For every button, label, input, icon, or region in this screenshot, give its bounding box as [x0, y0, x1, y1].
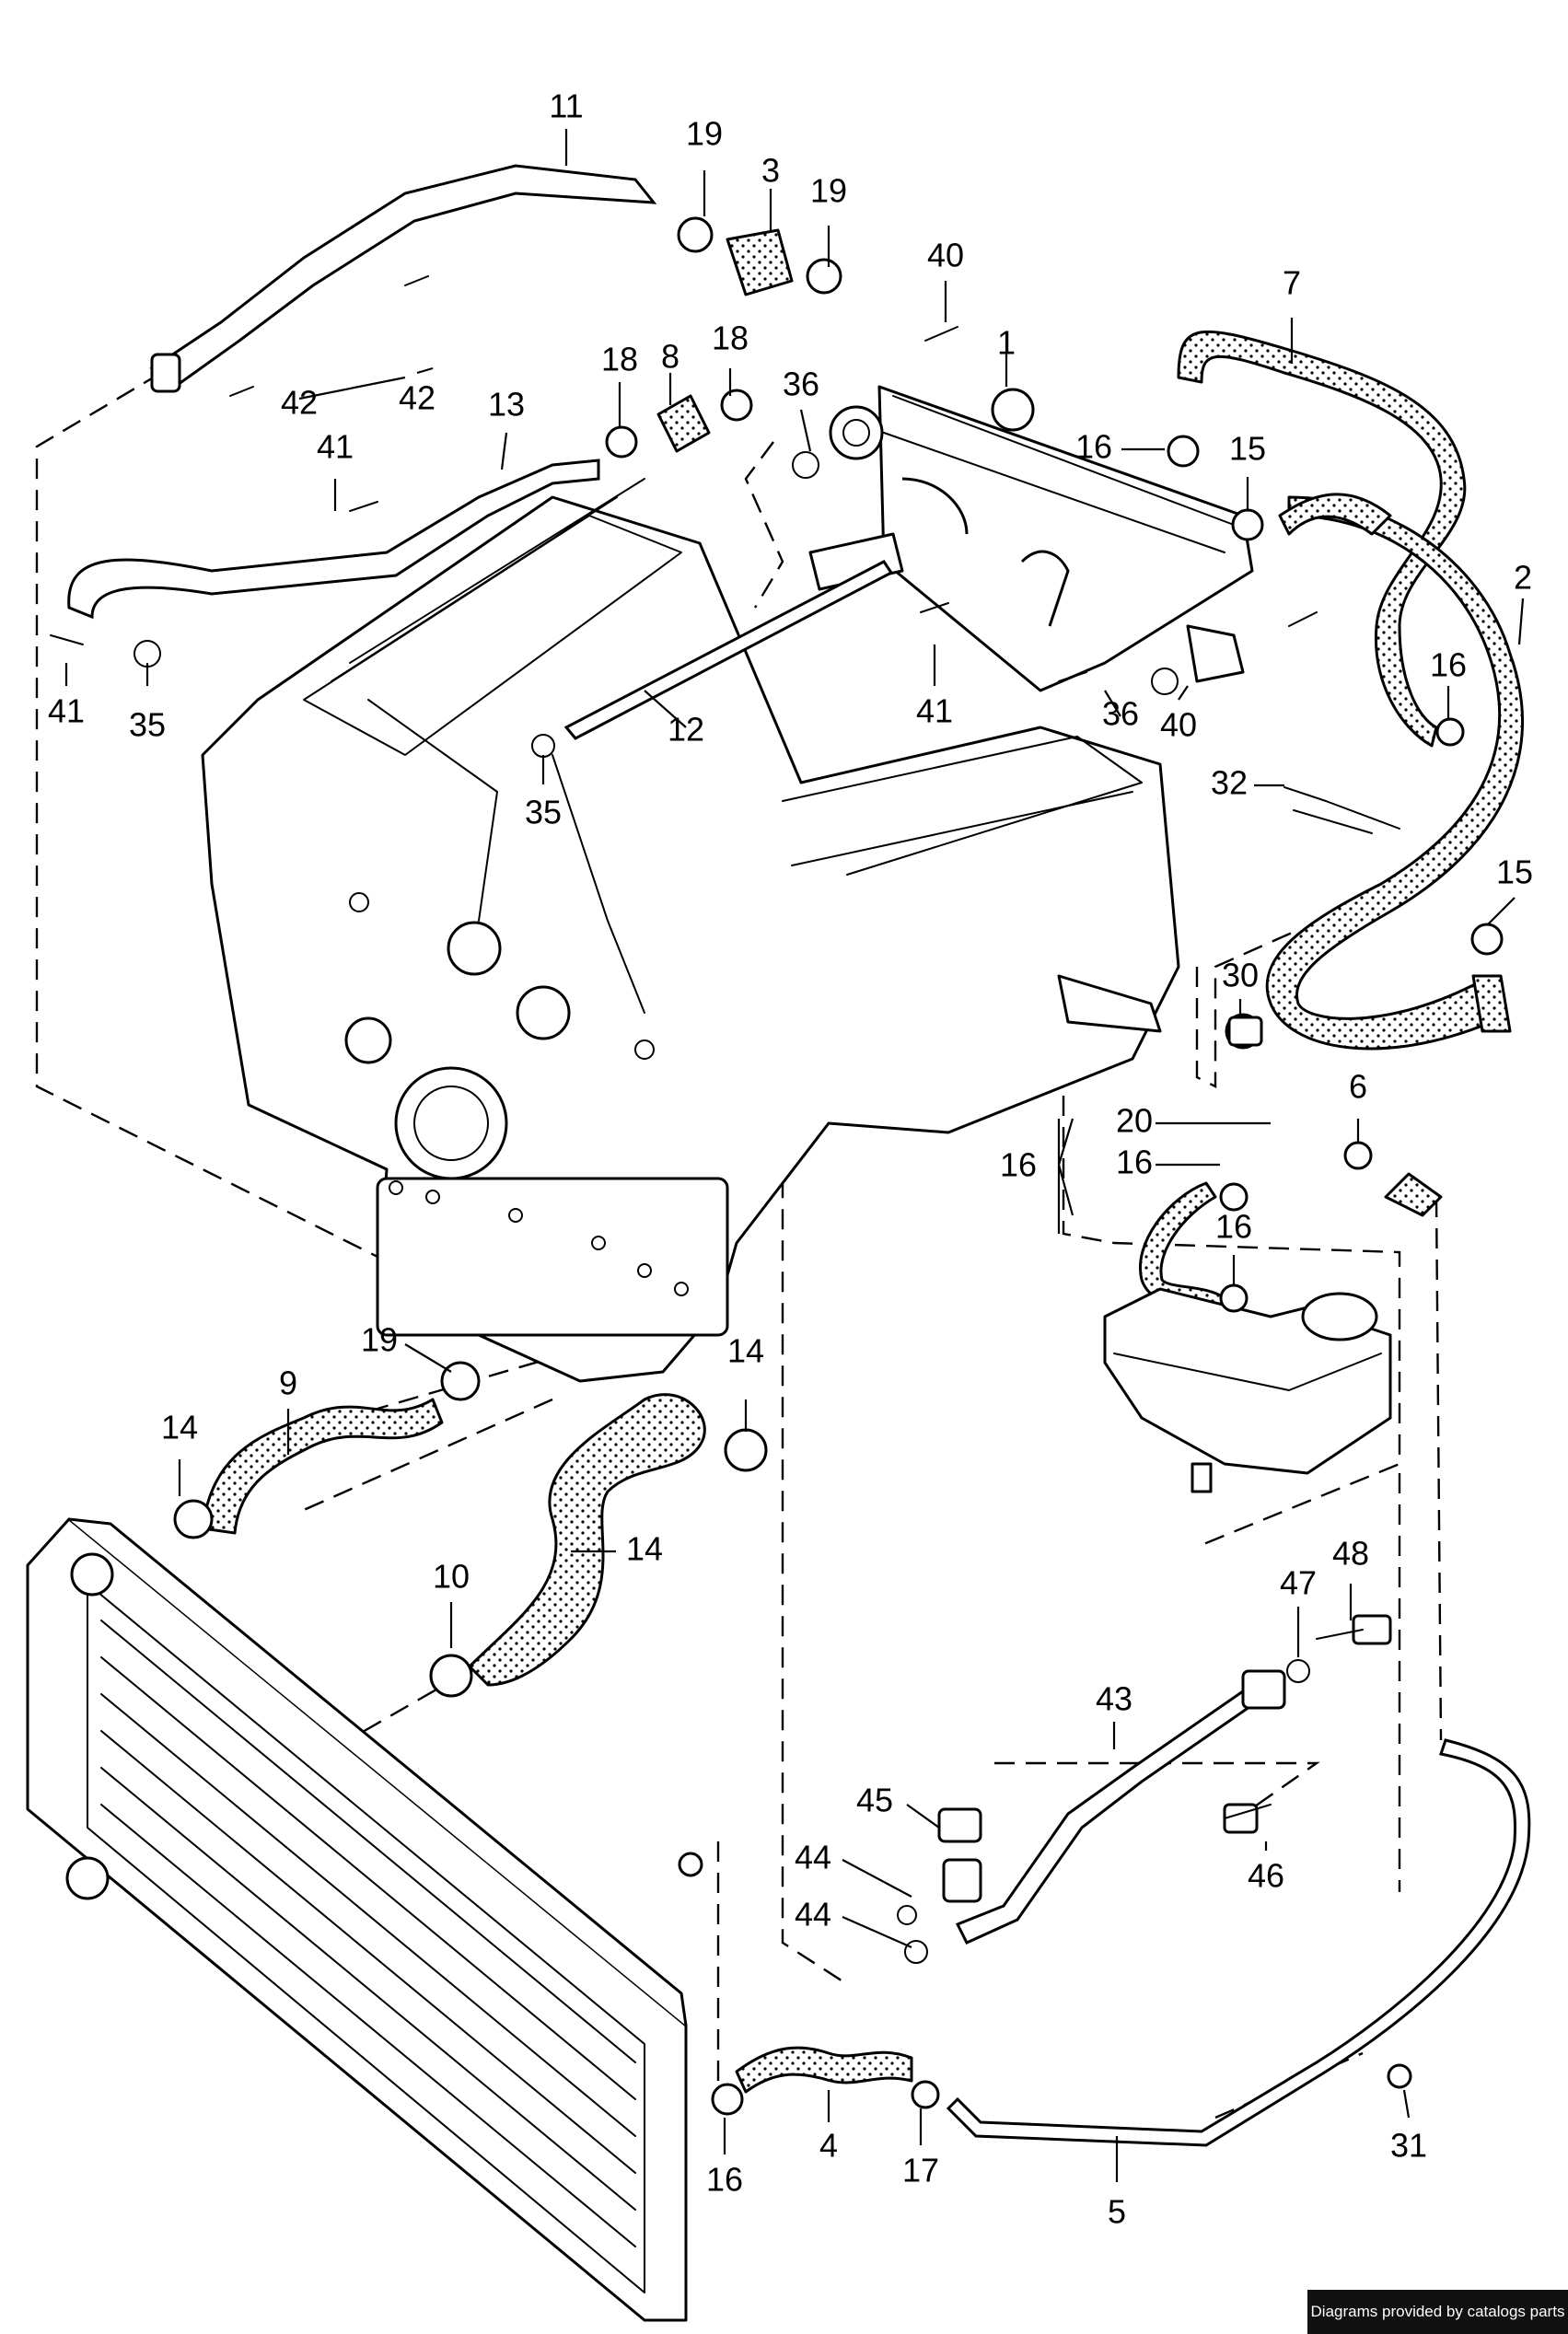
- radiator[interactable]: [26, 1517, 703, 2322]
- clamps-and-fasteners[interactable]: [50, 216, 1504, 2116]
- part-label-20[interactable]: 20: [1116, 1102, 1153, 1140]
- part-label-16[interactable]: 16: [1000, 1146, 1037, 1184]
- part-label-42[interactable]: 42: [281, 384, 318, 422]
- hose-15[interactable]: [1278, 493, 1512, 1033]
- part-label-44[interactable]: 44: [795, 1839, 831, 1876]
- part-label-14[interactable]: 14: [727, 1332, 764, 1370]
- part-label-36[interactable]: 36: [783, 366, 819, 403]
- part-label-43[interactable]: 43: [1096, 1680, 1132, 1718]
- part-label-36[interactable]: 36: [1102, 695, 1139, 733]
- hose-7[interactable]: [1177, 330, 1467, 748]
- pipe-13[interactable]: [67, 459, 600, 620]
- part-label-16[interactable]: 16: [1075, 428, 1112, 466]
- hose-8[interactable]: [656, 394, 711, 453]
- part-label-15[interactable]: 15: [1496, 853, 1533, 891]
- part-label-8[interactable]: 8: [661, 338, 679, 376]
- hose-3[interactable]: [726, 228, 794, 296]
- part-label-32[interactable]: 32: [1211, 764, 1248, 802]
- part-label-12[interactable]: 12: [668, 711, 704, 749]
- part-label-16[interactable]: 16: [1430, 646, 1467, 684]
- leader-lines: [64, 129, 1525, 2182]
- part-label-45[interactable]: 45: [856, 1782, 893, 1819]
- hose-10[interactable]: [468, 1393, 706, 1687]
- part-label-30[interactable]: 30: [1222, 957, 1259, 994]
- part-label-41[interactable]: 41: [916, 692, 953, 730]
- part-label-1[interactable]: 1: [997, 324, 1016, 362]
- part-label-46[interactable]: 46: [1248, 1857, 1284, 1895]
- part-label-19[interactable]: 19: [810, 172, 847, 210]
- part-label-35[interactable]: 35: [525, 794, 562, 831]
- part-label-19[interactable]: 19: [361, 1321, 398, 1359]
- part-label-14[interactable]: 14: [626, 1530, 663, 1568]
- part-label-19[interactable]: 19: [686, 115, 723, 153]
- part-label-2[interactable]: 2: [1514, 559, 1532, 597]
- part-label-41[interactable]: 41: [48, 692, 85, 730]
- coolant-pipe-assembly[interactable]: [808, 385, 1254, 692]
- hose-9[interactable]: [201, 1398, 444, 1535]
- credit-banner: Diagrams provided by catalogs parts: [1307, 2290, 1568, 2334]
- part-label-4[interactable]: 4: [819, 2127, 838, 2165]
- part-label-40[interactable]: 40: [927, 237, 964, 274]
- part-label-16[interactable]: 16: [706, 2161, 743, 2199]
- part-label-10[interactable]: 10: [433, 1558, 470, 1596]
- part-label-7[interactable]: 7: [1283, 264, 1301, 302]
- part-label-47[interactable]: 47: [1280, 1564, 1317, 1602]
- part-label-44[interactable]: 44: [795, 1896, 831, 1933]
- part-label-16[interactable]: 16: [1215, 1208, 1252, 1246]
- part-label-42[interactable]: 42: [399, 379, 436, 417]
- part-label-14[interactable]: 14: [161, 1409, 198, 1446]
- part-label-17[interactable]: 17: [902, 2152, 939, 2189]
- part-label-11[interactable]: 11: [549, 87, 583, 125]
- part-label-18[interactable]: 18: [601, 341, 638, 378]
- part-label-6[interactable]: 6: [1349, 1068, 1367, 1106]
- hose-4[interactable]: [735, 2046, 913, 2094]
- part-label-5[interactable]: 5: [1108, 2193, 1126, 2231]
- coolant-expansion-tank[interactable]: [1103, 1287, 1392, 1493]
- engine-block[interactable]: [201, 478, 1180, 1383]
- pipe-5[interactable]: [946, 1738, 1531, 2147]
- part-label-18[interactable]: 18: [712, 319, 749, 357]
- part-label-48[interactable]: 48: [1332, 1535, 1369, 1573]
- part-label-41[interactable]: 41: [317, 428, 354, 466]
- part-label-35[interactable]: 35: [129, 706, 166, 744]
- pipe-43[interactable]: [955, 1669, 1286, 1945]
- part-label-16[interactable]: 16: [1116, 1144, 1153, 1181]
- part-label-13[interactable]: 13: [488, 386, 525, 424]
- pipe-11[interactable]: [149, 164, 657, 393]
- part-label-15[interactable]: 15: [1229, 430, 1266, 468]
- part-label-31[interactable]: 31: [1390, 2127, 1427, 2165]
- part-label-40[interactable]: 40: [1160, 706, 1197, 744]
- part-label-9[interactable]: 9: [279, 1364, 297, 1402]
- part-label-3[interactable]: 3: [761, 152, 780, 190]
